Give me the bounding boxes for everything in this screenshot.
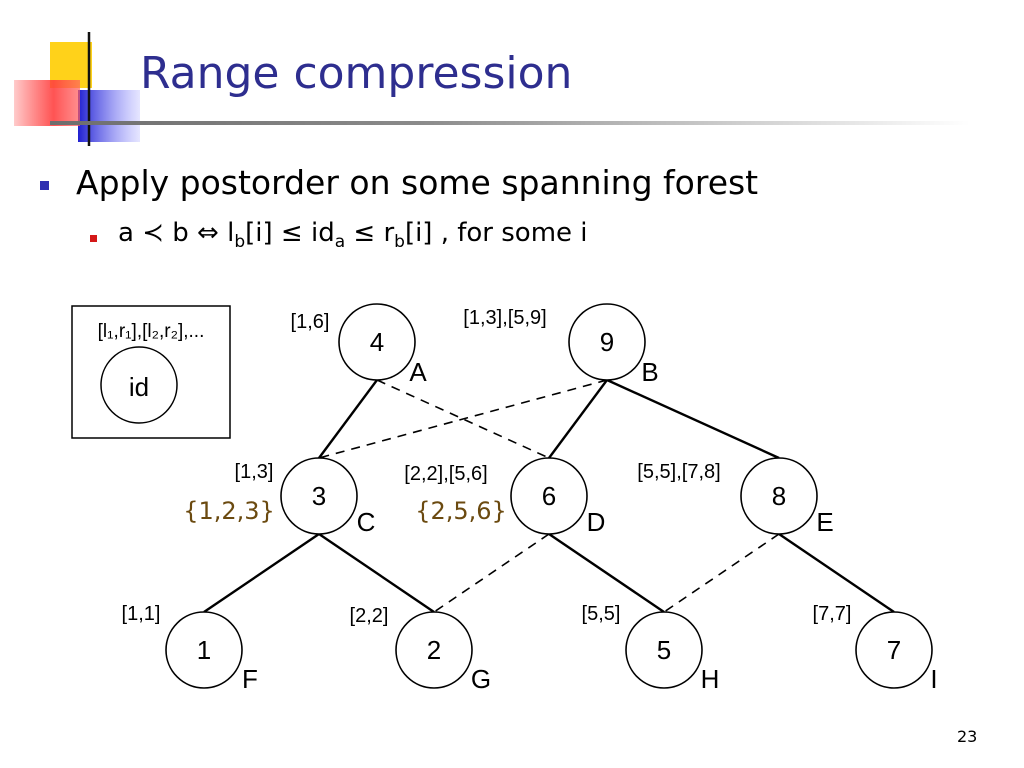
node-B: 9B [1,3],[5,9] bbox=[463, 303, 659, 387]
node-letter: H bbox=[701, 664, 720, 694]
node-id: 7 bbox=[887, 635, 901, 665]
node-letter: G bbox=[471, 664, 491, 694]
node-range: [7,7] bbox=[813, 603, 852, 625]
node-G: 2G [2,2] bbox=[350, 605, 492, 694]
tail-text: [i] , for some i bbox=[404, 218, 588, 248]
node-circle bbox=[165, 611, 243, 689]
node-id: 3 bbox=[312, 481, 326, 511]
node-letter: I bbox=[930, 664, 937, 694]
node-range: [1,1] bbox=[122, 603, 161, 625]
legend-box bbox=[71, 305, 231, 439]
var-l: l bbox=[227, 218, 235, 248]
r-subscript: b bbox=[394, 232, 405, 252]
node-id: 8 bbox=[772, 481, 786, 511]
l-subscript: b bbox=[234, 232, 246, 252]
bullet-marker bbox=[40, 181, 49, 190]
node-circle bbox=[510, 457, 588, 535]
tree-edge-B-E bbox=[606, 378, 780, 460]
node-circle bbox=[395, 611, 473, 689]
node-range: [2,2],[5,6] bbox=[404, 463, 487, 485]
node-F: 1F [1,1] bbox=[122, 603, 258, 694]
node-id: 4 bbox=[370, 327, 384, 357]
iff-symbol: ⇔ bbox=[197, 218, 219, 248]
node-C: 3C [1,3] {1,2,3} bbox=[183, 457, 376, 537]
node-A: 4A [1,6] bbox=[291, 303, 427, 387]
legend: [l₁,r₁],[l₂,r₂],... id bbox=[71, 305, 231, 439]
node-letter: C bbox=[357, 507, 376, 537]
node-circle bbox=[855, 611, 933, 689]
node-id: 1 bbox=[197, 635, 211, 665]
legend-node bbox=[100, 346, 178, 424]
node-letter: B bbox=[641, 357, 658, 387]
non-tree-edge-B-C bbox=[318, 379, 608, 459]
node-id: 9 bbox=[600, 327, 614, 357]
non-tree-edge-E-H bbox=[663, 533, 780, 613]
id-subscript: a bbox=[334, 232, 346, 252]
node-range: [5,5],[7,8] bbox=[637, 461, 720, 483]
node-letter: A bbox=[409, 357, 427, 387]
legend-ranges: [l₁,r₁],[l₂,r₂],... bbox=[98, 321, 205, 342]
node-I: 7I [7,7] bbox=[813, 603, 938, 694]
node-range: [1,6] bbox=[291, 311, 330, 333]
tree-edge-C-F bbox=[203, 533, 320, 613]
node-set: {1,2,3} bbox=[183, 497, 275, 525]
sub-bullet-text: a ≺ b ⇔ lb[i] ≤ ida ≤ rb[i] , for some i bbox=[118, 218, 588, 251]
node-range: [2,2] bbox=[350, 605, 389, 627]
legend-node-label: id bbox=[129, 372, 149, 402]
node-circle bbox=[625, 611, 703, 689]
slide-number: 23 bbox=[957, 727, 978, 746]
logo-red-square bbox=[14, 80, 80, 126]
node-letter: F bbox=[242, 664, 258, 694]
node-H: 5H [5,5] bbox=[582, 603, 720, 694]
node-circle bbox=[338, 303, 416, 381]
node-letter: E bbox=[816, 507, 833, 537]
mid-text-2: ≤ r bbox=[345, 218, 395, 248]
graph-nodes: 4A [1,6] 9B [1,3],[5,9] 3C [1,3] {1,2,3} 6D [2,2… bbox=[122, 303, 938, 694]
sub-bullet-marker bbox=[90, 235, 97, 242]
tree-edge-D-H bbox=[548, 533, 665, 613]
node-id: 2 bbox=[427, 635, 441, 665]
node-range: [1,3],[5,9] bbox=[463, 307, 546, 329]
node-range: [1,3] bbox=[235, 461, 274, 483]
precedes-symbol: ≺ bbox=[142, 218, 164, 248]
tree-edge-C-G bbox=[318, 533, 435, 613]
mid-text-1: [i] ≤ id bbox=[245, 218, 335, 248]
node-circle bbox=[280, 457, 358, 535]
node-set: {2,5,6} bbox=[415, 497, 507, 525]
tree-edge-E-I bbox=[778, 533, 895, 613]
var-b: b bbox=[172, 218, 189, 248]
node-D: 6D [2,2],[5,6] {2,5,6} bbox=[404, 457, 606, 537]
node-E: 8E [5,5],[7,8] bbox=[637, 457, 834, 537]
bullet-text: Apply postorder on some spanning forest bbox=[76, 163, 759, 202]
node-circle bbox=[740, 457, 818, 535]
non-tree-edges bbox=[318, 379, 780, 613]
node-circle bbox=[568, 303, 646, 381]
tree-edge-B-D bbox=[548, 379, 608, 459]
non-tree-edge-D-G bbox=[433, 533, 550, 613]
node-letter: D bbox=[587, 507, 606, 537]
node-id: 6 bbox=[542, 481, 556, 511]
title-underline bbox=[50, 121, 970, 125]
node-range: [5,5] bbox=[582, 603, 621, 625]
var-a: a bbox=[118, 218, 134, 248]
tree-edge-A-C bbox=[318, 379, 378, 459]
slide-title: Range compression bbox=[140, 48, 573, 99]
node-id: 5 bbox=[657, 635, 671, 665]
tree-edges bbox=[203, 378, 895, 613]
